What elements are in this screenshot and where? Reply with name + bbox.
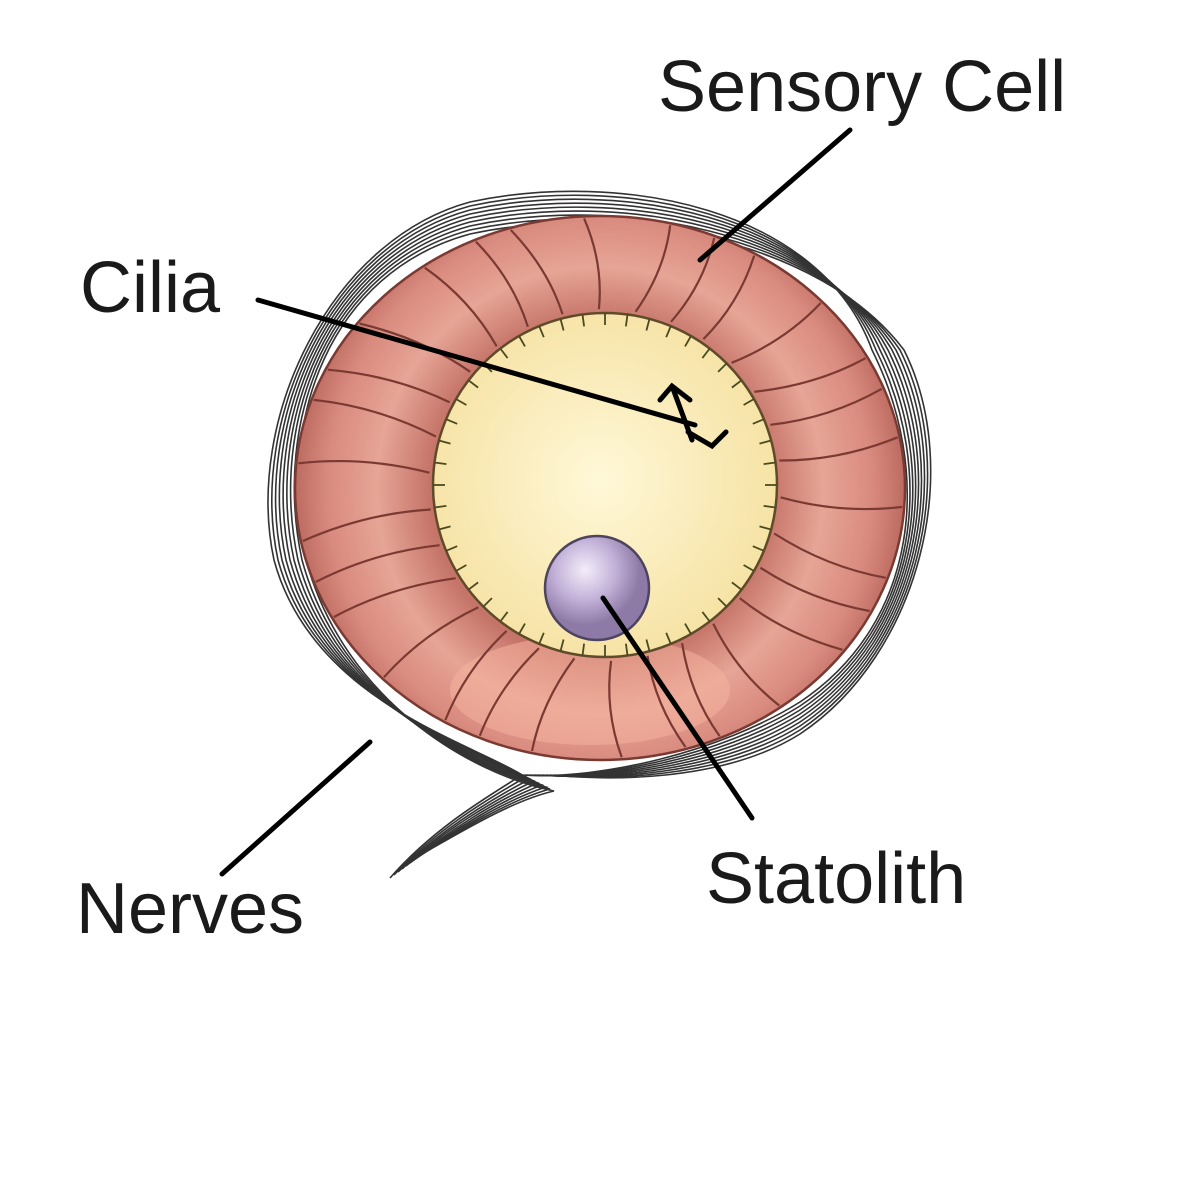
cilium — [684, 335, 692, 347]
cilium — [455, 398, 467, 406]
sensory-cell-wall — [773, 532, 886, 579]
sensory-cell-wall — [583, 217, 601, 310]
sensory-cell-wall — [444, 630, 508, 721]
cilium — [445, 545, 458, 552]
nerve-fiber — [282, 206, 920, 867]
label-nerves: Nerves — [76, 869, 304, 949]
nerves-leader-line — [219, 739, 373, 877]
cilia-bracket — [657, 382, 729, 450]
cilium — [445, 418, 458, 425]
label-sensory-cell: Sensory Cell — [658, 47, 1066, 127]
sensory-cell-walls — [298, 217, 903, 758]
cilium — [438, 439, 451, 445]
sensory-cell-wall — [478, 647, 540, 737]
cilium — [438, 525, 451, 531]
sensory-cell-wall — [302, 508, 431, 543]
cilium — [434, 505, 447, 509]
cilium — [467, 379, 479, 389]
cilium — [559, 318, 565, 331]
cilium — [759, 525, 772, 531]
label-statolith: Statolith — [706, 839, 966, 919]
nerve-fiber — [267, 190, 909, 879]
sensory-cell-leader-line — [697, 127, 853, 263]
lower-cell-glow — [450, 635, 730, 745]
cilium — [518, 623, 526, 635]
sensory-cell-wall — [634, 225, 672, 313]
nerve-fiber — [271, 194, 911, 876]
sensory-cell-wall — [313, 398, 437, 438]
cilium — [455, 564, 467, 572]
cilium — [499, 611, 509, 623]
cilium — [731, 581, 743, 591]
sensory-cell-wall — [315, 544, 440, 583]
sensory-cell-wall — [475, 240, 529, 328]
sensory-cell-wall — [759, 566, 870, 613]
sensory-cell-wall — [298, 460, 430, 474]
cilium — [538, 632, 545, 645]
sensory-cell-wall — [608, 660, 623, 758]
sensory-cell-wall — [530, 657, 576, 752]
nerve-fiber — [278, 202, 917, 870]
nerve-fiber — [286, 210, 923, 864]
cilium — [701, 611, 711, 623]
sensory-cell-wall — [383, 606, 479, 679]
sensory-cell-wall — [681, 643, 721, 737]
cilium — [467, 581, 479, 591]
cilium — [645, 318, 651, 331]
sensory-cell-wall — [327, 368, 451, 404]
sensory-cell-wall — [359, 322, 471, 373]
cilium — [581, 314, 585, 327]
cilium — [731, 379, 743, 389]
cilium — [752, 418, 765, 425]
cilium — [743, 398, 755, 406]
cilium — [684, 623, 692, 635]
nerve-fiber — [274, 198, 914, 873]
sensory-cell-wall — [510, 229, 564, 315]
cilium — [482, 597, 493, 608]
sensory-cell-wall — [731, 302, 822, 364]
sensory-cell-wall — [754, 357, 867, 393]
sensory-cell-wall — [333, 577, 456, 618]
cilium — [581, 643, 585, 656]
sensory-cell-wall — [702, 255, 756, 340]
cilium — [625, 314, 629, 327]
cilium — [645, 639, 651, 652]
label-cilia: Cilia — [80, 248, 221, 328]
sensory-cell-wall — [770, 387, 883, 426]
cilium — [665, 325, 672, 338]
sensory-cell-wall — [712, 623, 780, 707]
cilium — [701, 347, 711, 359]
cilium — [538, 325, 545, 338]
cilium — [559, 639, 565, 652]
cilium — [763, 505, 776, 509]
sensory-cell-wall — [739, 597, 843, 651]
cilium — [665, 632, 672, 645]
statolith-leader-line — [600, 595, 755, 821]
sensory-cell-wall — [424, 266, 498, 347]
cilia-leader-line — [255, 297, 698, 428]
cilium — [759, 439, 772, 445]
statolith — [543, 534, 651, 642]
nerve-fiber — [293, 218, 929, 858]
cilium — [763, 461, 776, 465]
cilium — [752, 545, 765, 552]
nerve-fiber — [289, 214, 926, 861]
cilium — [434, 461, 447, 465]
cilium — [717, 597, 728, 608]
cilium — [743, 564, 755, 572]
cilium — [717, 362, 728, 373]
sensory-cell-wall — [780, 496, 903, 511]
cilium — [499, 347, 509, 359]
cilium — [625, 643, 629, 656]
cilium — [518, 335, 526, 347]
sensory-cell-wall — [779, 436, 899, 462]
